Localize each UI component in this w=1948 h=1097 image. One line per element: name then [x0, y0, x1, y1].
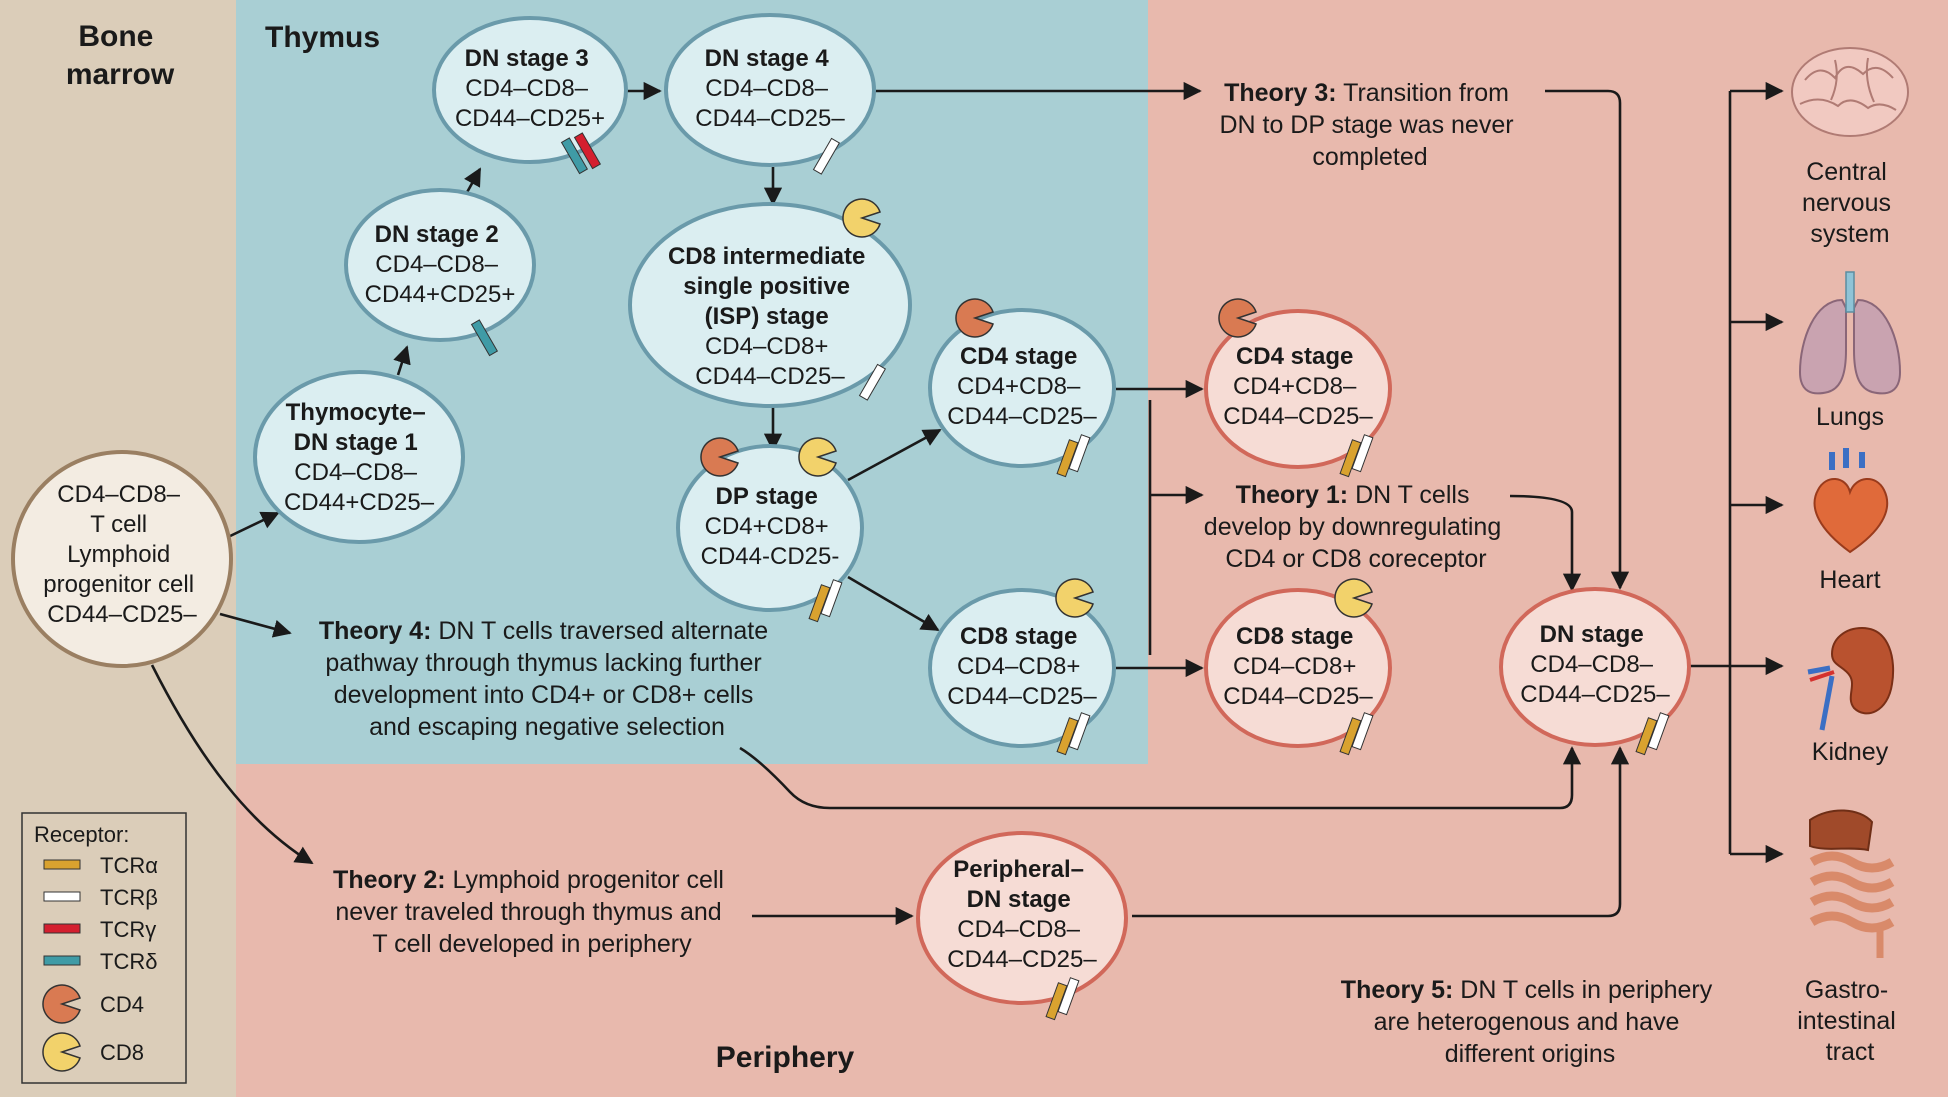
tcr-gamma-swatch	[43, 923, 81, 934]
cd4-coreceptor	[1218, 298, 1257, 338]
gastrointestinal-tract-label: Gastro- intestinal tract	[1797, 976, 1903, 1066]
tcr-beta-receptor	[820, 579, 843, 618]
tcr-beta-receptor	[1351, 712, 1374, 751]
tcr-alpha-receptor	[1339, 439, 1362, 478]
gastrointestinal-icon	[1809, 809, 1895, 958]
tcr-delta-receptor	[560, 137, 589, 175]
heart-icon	[1813, 448, 1889, 554]
theory-1-text: Theory 1: DN T cells develop by downregu…	[1204, 481, 1508, 573]
svg-text:Peripheral– DN stage: Peripheral– DN stage CD4–CD8– CD44–CD25–	[947, 856, 1097, 973]
receptor-legend: Receptor: TCRα TCRβ TCRγ TCRδ CD4 CD8	[21, 812, 187, 1084]
cd4-coreceptor	[700, 437, 739, 477]
tcr-alpha-receptor	[1339, 717, 1362, 756]
svg-text:DN stage 2 CD4–CD8–: DN stage 2 CD4–CD8– CD44+CD25+	[365, 221, 516, 308]
legend-label-tcr-delta: TCRδ	[100, 949, 157, 974]
legend-label-tcr-alpha: TCRα	[100, 853, 158, 878]
tcr-alpha-receptor	[808, 584, 831, 623]
lungs-icon	[1798, 271, 1902, 395]
theory-3-text: Theory 3: Transition from DN to DP stage…	[1219, 79, 1520, 171]
tcr-beta-receptor	[1057, 977, 1080, 1016]
cd8-coreceptor	[1055, 578, 1094, 618]
legend-label-cd4: CD4	[100, 992, 144, 1017]
kidney-label: Kidney	[1812, 738, 1889, 766]
peripheral-dn-stage-cell: Peripheral– DN stage CD4–CD8– CD44–CD25–	[916, 831, 1128, 1021]
heart-label: Heart	[1819, 566, 1880, 594]
cd4-swatch	[42, 984, 81, 1024]
tcr-beta-receptor	[1068, 712, 1091, 751]
tcr-alpha-receptor	[1056, 717, 1079, 756]
svg-text:Thymocyte– DN stage 1: Thymocyte– DN stage 1 CD4–CD8– CD44+CD25…	[284, 399, 435, 516]
tcr-gamma-receptor	[573, 132, 602, 170]
dn-stage-3-cell: DN stage 3 CD4–CD8– CD44–CD25+	[432, 16, 628, 175]
cd4-stage-periphery-cell: CD4 stage CD4+CD8– CD44–CD25–	[1204, 298, 1392, 478]
tcr-beta-receptor	[1351, 434, 1374, 473]
lymphoid-progenitor-cell: CD4–CD8– T cell Lymphoid progenitor cell…	[11, 450, 233, 668]
cd8-coreceptor	[1334, 578, 1373, 618]
svg-text:CD4–CD8– T cell Ly: CD4–CD8– T cell Lymphoid progenitor cell…	[43, 481, 200, 628]
dn-stage-2-cell: DN stage 2 CD4–CD8– CD44+CD25+	[344, 188, 536, 357]
tcr-alpha-receptor	[1045, 982, 1068, 1021]
dn-stage-1-cell: Thymocyte– DN stage 1 CD4–CD8– CD44+CD25…	[253, 370, 465, 544]
dp-stage-cell: DP stage CD4+CD8+ CD44-CD25-	[676, 437, 864, 623]
legend-label-tcr-gamma: TCRγ	[100, 917, 156, 942]
isp-stage-cell: CD8 intermediate single positive (ISP) s…	[628, 198, 912, 408]
svg-text:CD8 intermediate single: CD8 intermediate single positive (ISP) s…	[668, 243, 872, 390]
theory-2-text: Theory 2: Lymphoid progenitor cell never…	[333, 866, 731, 958]
cd8-stage-periphery-cell: CD8 stage CD4–CD8+ CD44–CD25–	[1204, 578, 1392, 756]
theory-5-text: Theory 5: DN T cells in periphery are he…	[1341, 976, 1719, 1068]
thymus-label: Thymus	[265, 21, 380, 54]
kidney-icon	[1807, 626, 1895, 731]
svg-text:DP stage CD4+CD8+: DP stage CD4+CD8+ CD44-CD25-	[701, 483, 840, 570]
legend-label-tcr-beta: TCRβ	[100, 885, 158, 910]
cd4-coreceptor	[955, 298, 994, 338]
svg-text:DN stage CD4–CD8–: DN stage CD4–CD8– CD44–CD25–	[1520, 621, 1670, 708]
svg-text:CD8 stage CD4–CD8+: CD8 stage CD4–CD8+ CD44–CD25–	[947, 623, 1097, 710]
lungs-label: Lungs	[1816, 403, 1884, 431]
tcr-beta-swatch	[43, 891, 81, 902]
cd8-coreceptor	[798, 437, 837, 477]
central-nervous-system-label: Central nervous system	[1802, 158, 1898, 248]
tcr-delta-swatch	[43, 955, 81, 966]
tcr-alpha-receptor	[1635, 717, 1658, 756]
bone-marrow-label: Bone marrow	[66, 20, 175, 91]
tcr-beta-receptor	[1647, 712, 1670, 751]
legend-title: Receptor:	[34, 822, 129, 847]
tcr-alpha-receptor	[1056, 439, 1079, 478]
svg-text:CD8 stage CD4–CD8+: CD8 stage CD4–CD8+ CD44–CD25–	[1223, 623, 1373, 710]
tcr-beta-receptor	[1068, 434, 1091, 473]
tcr-alpha-swatch	[43, 859, 81, 870]
periphery-label: Periphery	[716, 1041, 855, 1074]
svg-text:CD4 stage CD4+CD8–: CD4 stage CD4+CD8– CD44–CD25–	[1223, 343, 1373, 430]
cd8-coreceptor	[842, 198, 881, 238]
tcr-delta-receptor	[470, 319, 499, 357]
cd8-swatch	[42, 1032, 81, 1072]
svg-text:CD4 stage CD4+CD8–: CD4 stage CD4+CD8– CD44–CD25–	[947, 343, 1097, 430]
tcr-beta-receptor	[812, 137, 841, 175]
dn-stage-periphery-cell: DN stage CD4–CD8– CD44–CD25–	[1499, 587, 1691, 756]
theory-4-text: Theory 4: DN T cells traversed alternate…	[319, 617, 775, 741]
svg-text:DN stage 4 CD4–CD8–: DN stage 4 CD4–CD8– CD44–CD25–	[695, 45, 845, 132]
dn-stage-4-cell: DN stage 4 CD4–CD8– CD44–CD25–	[664, 13, 876, 175]
tcr-beta-receptor	[858, 363, 887, 401]
svg-text:DN stage 3 CD4–CD8–: DN stage 3 CD4–CD8– CD44–CD25+	[455, 45, 605, 132]
legend-label-cd8: CD8	[100, 1040, 144, 1065]
cd4-stage-thymus-cell: CD4 stage CD4+CD8– CD44–CD25–	[928, 298, 1116, 478]
arrows	[150, 81, 1784, 926]
cd8-stage-thymus-cell: CD8 stage CD4–CD8+ CD44–CD25–	[928, 578, 1116, 756]
brain-icon	[1791, 47, 1909, 137]
